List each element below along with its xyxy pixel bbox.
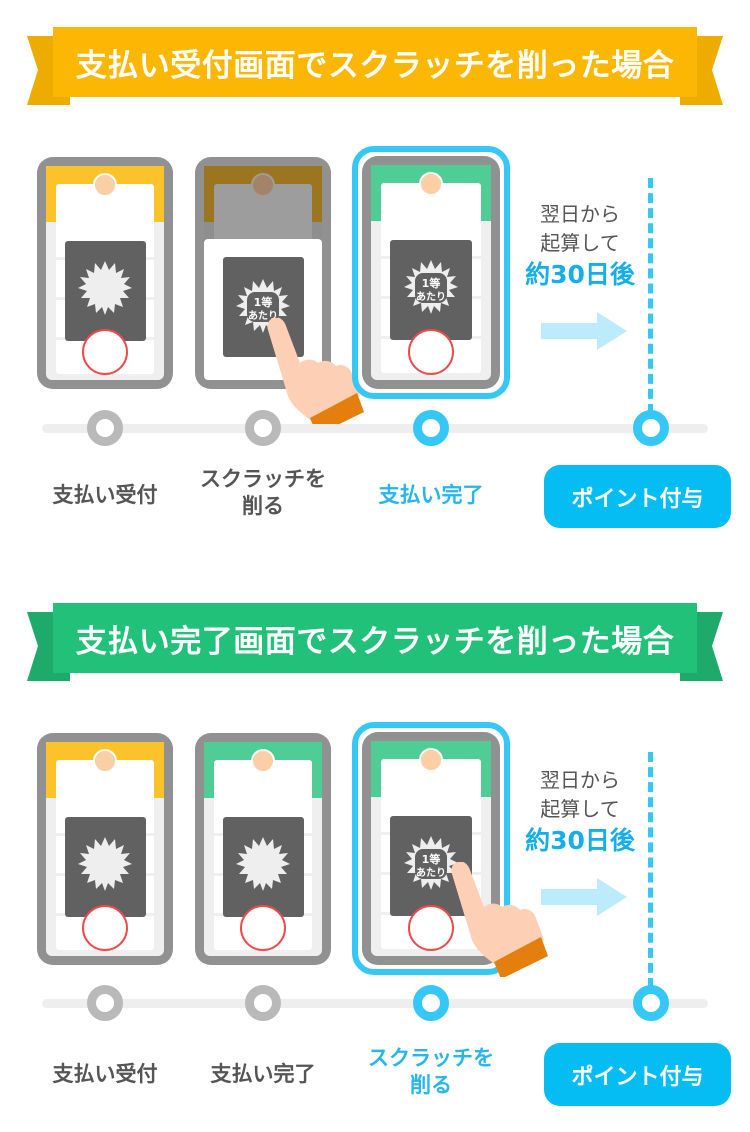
step-label-2: 支払い完了 — [210, 1062, 316, 1086]
phone-pay-complete — [195, 733, 331, 965]
timeline-node-1 — [87, 410, 123, 446]
ribbon-shape — [27, 27, 723, 105]
dashed-connector — [648, 178, 653, 414]
step-label-3: スクラッチを 削る — [368, 1046, 494, 1097]
note-highlight: 約30日後 — [525, 260, 635, 289]
step-label-2: スクラッチを 削る — [200, 467, 326, 518]
svg-text:あたり: あたり — [416, 290, 446, 303]
timeline-node-2 — [245, 410, 281, 446]
timeline-node-3 — [413, 410, 449, 446]
note-line2: 起算して — [540, 231, 620, 255]
timing-note: 翌日から 起算して 約30日後 — [515, 766, 645, 857]
note-line2: 起算して — [540, 797, 620, 821]
right-arrow-icon — [541, 878, 627, 920]
dashed-connector — [648, 752, 653, 988]
section-pay-accept-scratch: 支払い受付画面でスクラッチを削った場合 — [0, 0, 750, 560]
phone-pay-accept — [37, 733, 173, 965]
pointing-hand-icon — [446, 861, 556, 981]
timeline-track — [42, 424, 708, 433]
phone-pay-accept — [37, 157, 173, 389]
step-label-1: 支払い受付 — [52, 483, 158, 507]
svg-text:1等: 1等 — [254, 295, 273, 309]
timeline-node-3 — [413, 985, 449, 1021]
starburst-icon — [78, 837, 132, 891]
svg-text:1等: 1等 — [422, 276, 441, 290]
svg-text:あたり: あたり — [248, 309, 278, 322]
prize-starburst-icon — [404, 260, 458, 314]
section-ribbon: 支払い受付画面でスクラッチを削った場合 — [0, 27, 750, 117]
timeline-track — [42, 999, 708, 1008]
ribbon-shape — [27, 603, 723, 681]
point-grant-badge: ポイント付与 — [544, 1043, 731, 1106]
timeline-node-1 — [87, 985, 123, 1021]
point-grant-badge: ポイント付与 — [544, 465, 731, 528]
timeline-node-2 — [245, 985, 281, 1021]
timeline-node-final — [633, 410, 669, 446]
step-label-3: 支払い完了 — [378, 483, 484, 507]
right-arrow-icon — [541, 312, 627, 354]
note-line1: 翌日から — [540, 202, 620, 226]
svg-text:あたり: あたり — [416, 866, 446, 879]
section-ribbon: 支払い完了画面でスクラッチを削った場合 — [0, 603, 750, 693]
step-label-1: 支払い受付 — [52, 1062, 158, 1086]
starburst-icon — [78, 261, 132, 315]
timeline-node-final — [633, 985, 669, 1021]
phone-pay-complete: 1等 あたり — [362, 156, 500, 389]
starburst-icon — [236, 837, 290, 891]
timing-note: 翌日から 起算して 約30日後 — [515, 200, 645, 291]
section-title: 支払い完了画面でスクラッチを削った場合 — [75, 623, 675, 660]
phone-scratching: 1等 あたり — [195, 157, 331, 389]
note-line1: 翌日から — [540, 768, 620, 792]
section-title: 支払い受付画面でスクラッチを削った場合 — [75, 47, 675, 84]
prize-starburst-icon — [404, 836, 458, 890]
note-highlight: 約30日後 — [525, 826, 635, 855]
svg-text:1等: 1等 — [422, 852, 441, 866]
